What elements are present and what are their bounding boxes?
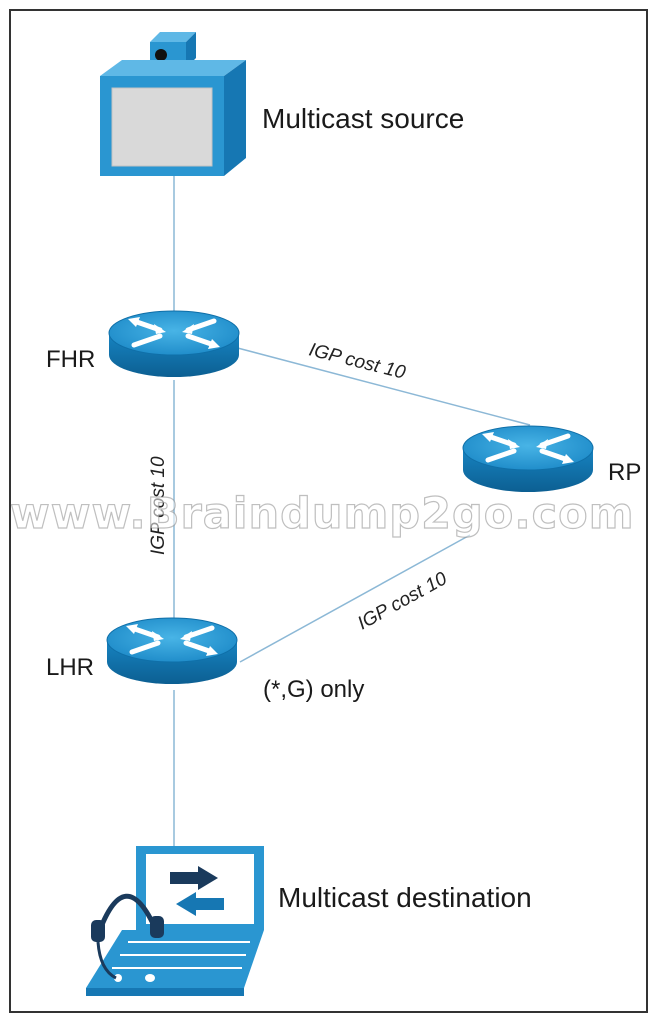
router-icon	[107, 618, 237, 684]
video-camera-server-icon	[100, 32, 246, 176]
link-label-fhr-lhr: IGP cost 10	[148, 456, 169, 555]
fhr-label: FHR	[46, 346, 95, 373]
router-icon	[463, 426, 593, 492]
rp-label: RP	[608, 459, 641, 486]
link-rp-lhr	[239, 534, 471, 663]
laptop-headset-icon	[86, 846, 264, 996]
link-label-fhr-rp: IGP cost 10	[307, 339, 408, 383]
link-label-rp-lhr: IGP cost 10	[354, 568, 451, 634]
link-fhr-rp	[229, 345, 531, 426]
diagram-frame	[9, 9, 648, 1013]
source-label: Multicast source	[262, 103, 464, 134]
destination-label: Multicast destination	[278, 882, 532, 913]
lhr-note: (*,G) only	[263, 676, 364, 703]
links	[173, 175, 531, 850]
router-icon	[109, 311, 239, 377]
lhr-label: LHR	[46, 654, 94, 681]
watermark: www.Braindump2go.com	[10, 489, 635, 539]
